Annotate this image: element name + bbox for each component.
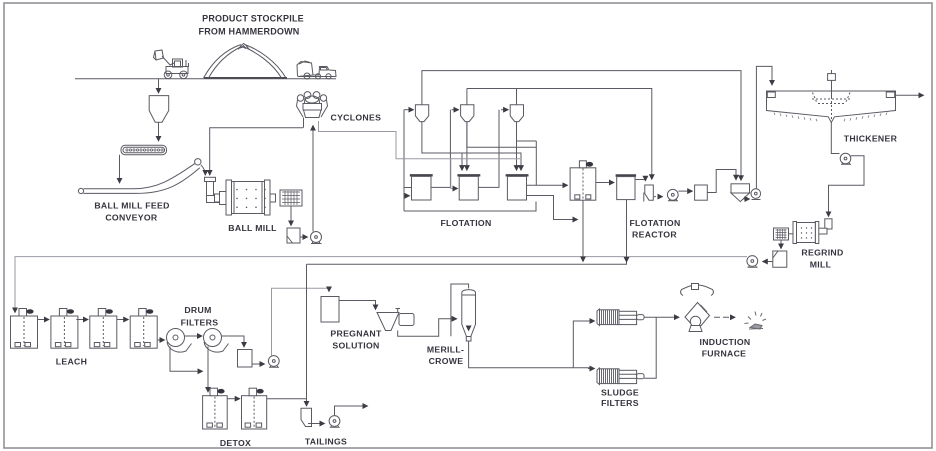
svg-text:SLUDGE: SLUDGE [601,388,639,398]
svg-text:TAILINGS: TAILINGS [305,437,347,447]
svg-text:FLOTATION: FLOTATION [440,218,491,228]
svg-text:PRODUCT STOCKPILE: PRODUCT STOCKPILE [202,14,304,24]
svg-text:DETOX: DETOX [220,438,251,448]
svg-text:MILL: MILL [810,260,832,270]
svg-text:INDUCTION: INDUCTION [700,337,751,347]
svg-text:SOLUTION: SOLUTION [332,341,379,351]
svg-text:BALL MILL FEED: BALL MILL FEED [94,201,169,211]
svg-text:FILTERS: FILTERS [601,398,639,408]
svg-text:DRUM: DRUM [184,305,211,315]
svg-text:FURNACE: FURNACE [702,349,747,359]
svg-text:PREGNANT: PREGNANT [330,329,382,339]
svg-text:THICKENER: THICKENER [844,134,898,144]
svg-text:FROM HAMMERDOWN: FROM HAMMERDOWN [199,27,300,37]
svg-text:CYCLONES: CYCLONES [331,112,382,122]
svg-text:CROWE: CROWE [429,356,464,366]
svg-text:BALL MILL: BALL MILL [228,223,277,233]
svg-text:CONVEYOR: CONVEYOR [105,213,158,223]
svg-text:REACTOR: REACTOR [632,230,677,240]
svg-text:MERILL-: MERILL- [427,345,464,355]
svg-text:FLOTATION: FLOTATION [629,218,680,228]
svg-text:REGRIND: REGRIND [801,248,843,258]
svg-text:LEACH: LEACH [56,357,87,367]
svg-text:FILTERS: FILTERS [181,318,219,328]
